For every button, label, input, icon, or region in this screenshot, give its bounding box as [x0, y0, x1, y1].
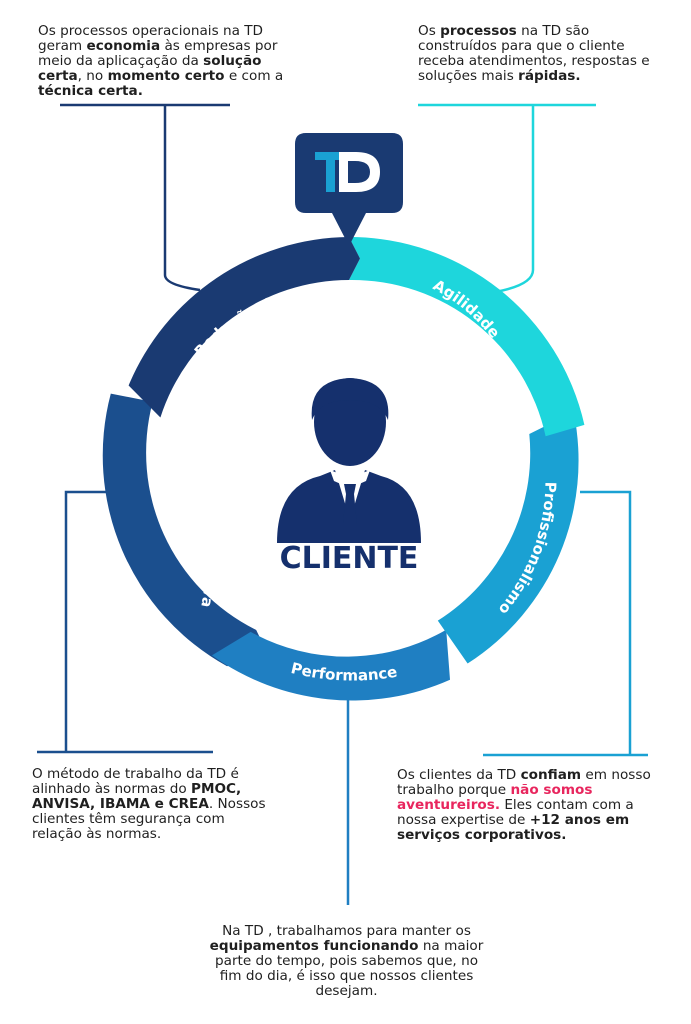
- connector-reducao: [60, 103, 230, 292]
- center-label: CLIENTE: [280, 541, 419, 576]
- connector-agilidade: [418, 103, 596, 294]
- segment-seguranca: [102, 393, 265, 667]
- connector-seguranca: [37, 490, 213, 754]
- text-performance: Na TD , trabalhamos para manter os equip…: [209, 923, 484, 999]
- segment-agilidade: [349, 236, 585, 437]
- segment-performance: [211, 629, 450, 701]
- connector-profissionalismo: [483, 490, 648, 757]
- ring: [102, 236, 585, 701]
- text-agilidade: Os processos na TD são construídos para …: [418, 23, 650, 84]
- text-profissionalismo: Os clientes da TD confiam em nosso traba…: [397, 767, 651, 843]
- td-logo-icon: [295, 133, 403, 246]
- connector-lines: [37, 103, 648, 905]
- text-seguranca: O método de trabalho da TD é alinhado às…: [32, 766, 266, 842]
- text-reducao: Os processos operacionais na TD geram ec…: [38, 23, 284, 99]
- segment-reducao: [128, 237, 360, 418]
- person-icon: [277, 378, 421, 543]
- segment-profissionalismo: [437, 412, 579, 664]
